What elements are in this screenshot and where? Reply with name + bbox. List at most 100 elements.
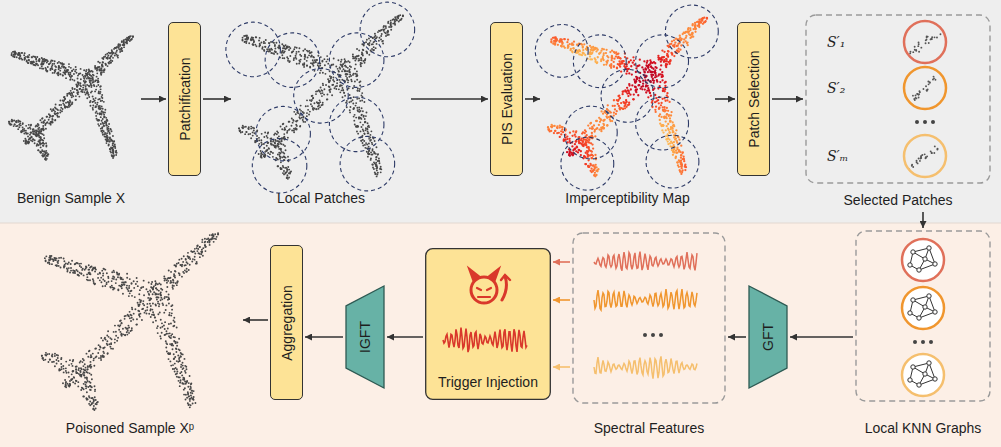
cloud-point <box>312 61 314 63</box>
cloud-point <box>35 62 37 64</box>
cloud-point <box>287 60 289 62</box>
cloud-point <box>322 104 324 106</box>
cloud-point <box>57 113 59 115</box>
cloud-point <box>21 52 23 54</box>
cloud-point <box>19 52 21 54</box>
cloud-point <box>73 68 75 70</box>
cloud-point <box>281 54 283 56</box>
cloud-point <box>94 102 96 104</box>
cloud-point <box>94 66 96 68</box>
cloud-point <box>36 60 38 62</box>
cloud-point <box>97 80 99 82</box>
cloud-point <box>88 85 90 87</box>
cloud-point <box>372 43 374 45</box>
cloud-point <box>326 98 328 100</box>
cloud-point <box>93 85 95 87</box>
cloud-point <box>369 140 371 142</box>
cloud-point <box>280 142 282 144</box>
cloud-point <box>376 166 378 168</box>
cloud-point <box>97 81 99 83</box>
cloud-point <box>252 44 254 46</box>
flow-arrow <box>411 98 488 100</box>
cloud-point <box>290 170 292 172</box>
cloud-point <box>110 128 112 130</box>
cloud-point <box>322 72 324 74</box>
cloud-point <box>357 89 359 91</box>
cloud-point <box>365 127 367 129</box>
cloud-point <box>341 65 343 67</box>
cloud-point <box>360 118 362 120</box>
cloud-point <box>46 116 48 118</box>
cloud-point <box>276 133 278 135</box>
cloud-point <box>252 37 254 39</box>
cloud-point <box>345 75 347 77</box>
cloud-point <box>373 161 375 163</box>
cloud-point <box>44 150 46 152</box>
cloud-point <box>268 148 270 150</box>
cloud-point <box>31 56 33 58</box>
cloud-point <box>277 140 279 142</box>
cloud-point <box>59 70 61 72</box>
cloud-point <box>364 121 366 123</box>
cloud-point <box>568 151 570 153</box>
cloud-point <box>341 70 343 72</box>
cloud-point <box>353 120 355 122</box>
cloud-point <box>112 52 114 54</box>
cloud-point <box>39 67 41 69</box>
cloud-point <box>112 157 114 159</box>
cloud-point <box>356 74 358 76</box>
cloud-point <box>97 61 99 63</box>
cloud-point <box>123 42 125 44</box>
cloud-point <box>29 138 31 140</box>
cloud-point <box>361 53 363 55</box>
cloud-point <box>30 125 32 127</box>
cloud-point <box>352 108 354 110</box>
cloud-point <box>289 55 291 57</box>
cloud-point <box>304 54 306 56</box>
cloud-point <box>72 88 74 90</box>
cloud-point <box>71 92 73 94</box>
cloud-point <box>103 125 105 127</box>
cloud-point <box>326 98 328 100</box>
cloud-point <box>16 56 18 58</box>
cloud-point <box>117 55 119 57</box>
cloud-point <box>375 156 377 158</box>
cloud-point <box>343 92 345 94</box>
cloud-point <box>45 156 47 158</box>
cloud-point <box>83 69 85 71</box>
cloud-point <box>34 139 36 141</box>
cloud-point <box>84 89 86 91</box>
cloud-point <box>330 76 332 78</box>
cloud-point <box>63 63 65 65</box>
cloud-point <box>62 75 64 77</box>
cloud-point <box>270 140 272 142</box>
cloud-point <box>103 116 105 118</box>
cloud-point <box>15 120 17 122</box>
cloud-point <box>329 70 331 72</box>
cloud-point <box>46 116 48 118</box>
cloud-point <box>54 119 56 121</box>
cloud-point <box>293 131 295 133</box>
cloud-point <box>32 133 34 135</box>
cloud-point <box>285 125 287 127</box>
cloud-point <box>315 108 317 110</box>
cloud-point <box>105 133 107 135</box>
cloud-point <box>316 59 318 61</box>
cloud-point <box>46 121 48 123</box>
cloud-point <box>346 100 348 102</box>
cloud-point <box>52 119 54 121</box>
cloud-point <box>97 81 99 83</box>
cloud-point <box>121 40 123 42</box>
cloud-point <box>355 75 357 77</box>
cloud-point <box>293 128 295 130</box>
cloud-point <box>22 122 24 124</box>
cloud-point <box>67 106 69 108</box>
cloud-point <box>387 21 389 23</box>
cloud-point <box>66 93 68 95</box>
cloud-point <box>374 140 376 142</box>
cloud-point <box>29 134 31 136</box>
cloud-point <box>25 142 27 144</box>
cloud-point <box>101 97 103 99</box>
cloud-point <box>101 106 103 108</box>
cloud-point <box>338 70 340 72</box>
